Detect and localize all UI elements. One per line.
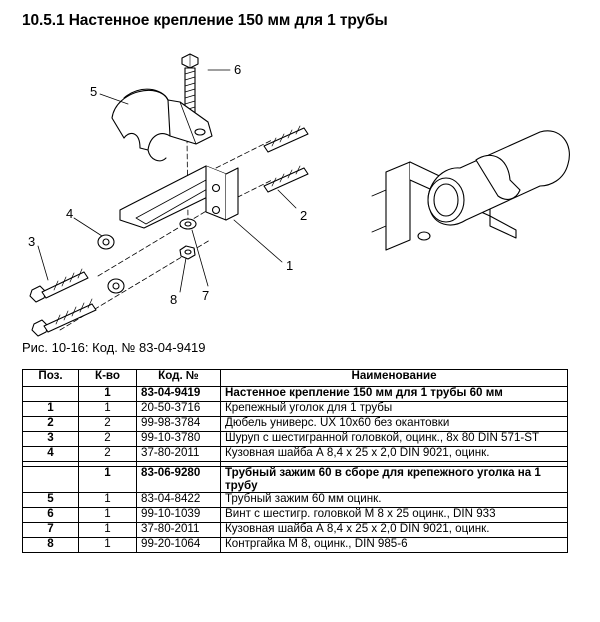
col-header-name: Наименование [220,369,568,387]
col-header-qty: К-во [78,369,137,387]
cell-name: Дюбель универс. UX 10x60 без окантовки [220,416,568,432]
figure-caption: Рис. 10-16: Код. № 83-04-9419 [22,340,206,355]
hex-screw-parts [29,268,97,337]
callout-4: 4 [66,206,73,221]
wall-bracket-part [119,165,239,229]
callout-8: 8 [170,292,177,307]
cell-pos: 4 [22,446,79,462]
pipe-clamp-part [111,88,213,162]
table-row: 8 1 99-20-1064 Контргайка М 8, оцинк., D… [22,537,568,554]
col-header-pos: Поз. [22,369,79,387]
cell-qty: 1 [78,537,137,554]
cell-name: Шуруп с шестигранной головкой, оцинк., 8… [220,431,568,447]
cell-qty: 1 [78,507,137,524]
table-row: 4 2 37-80-2011 Кузовная шайба А 8,4 x 25… [22,446,568,462]
cell-qty: 1 [78,522,137,539]
callout-1: 1 [286,258,293,273]
col-header-code: Код. № [136,369,221,387]
callout-3: 3 [28,234,35,249]
cell-code: 37-80-2011 [136,522,221,539]
cell-qty: 2 [78,446,137,462]
table-row: 6 1 99-10-1039 Винт с шестигр. головкой … [22,507,568,524]
cell-pos [22,386,79,402]
cell-name: Крепежный уголок для 1 трубы [220,401,568,417]
callout-6: 6 [234,62,241,77]
cell-code: 99-20-1064 [136,537,221,554]
cell-qty: 1 [78,386,137,402]
cell-name: Винт с шестигр. головкой М 8 x 25 оцинк.… [220,507,568,524]
cell-qty: 2 [78,431,137,447]
callout-7: 7 [202,288,209,303]
cell-code: 83-06-9280 [136,465,221,494]
cell-name: Контргайка М 8, оцинк., DIN 985-6 [220,537,568,554]
table-group-row: 1 83-06-9280 Трубный зажим 60 в сборе дл… [22,465,568,494]
table-row: 3 2 99-10-3780 Шуруп с шестигранной голо… [22,431,568,447]
cell-name: Трубный зажим 60 мм оцинк. [220,492,568,509]
cell-pos: 8 [22,537,79,554]
cell-pos: 5 [22,492,79,509]
wall-washer-parts [97,234,125,294]
cell-code: 20-50-3716 [136,401,221,417]
cell-pos: 7 [22,522,79,539]
exploded-assembly-drawing: 1 2 3 4 5 6 7 8 [20,40,580,340]
cell-name: Трубный зажим 60 в сборе для крепежного … [220,465,568,494]
cell-pos [22,465,79,494]
cell-qty: 1 [78,401,137,417]
assembly-axis-lines [59,137,273,331]
cell-pos: 6 [22,507,79,524]
cell-pos: 3 [22,431,79,447]
cell-code: 83-04-9419 [136,386,221,402]
cell-name: Кузовная шайба А 8,4 x 25 x 2,0 DIN 9021… [220,522,568,539]
cell-code: 37-80-2011 [136,446,221,462]
parts-table: Поз. К-во Код. № Наименование 1 83-04-94… [22,369,568,554]
assembled-view [371,130,570,251]
table-header-row: Поз. К-во Код. № Наименование [22,369,568,387]
cell-pos: 2 [22,416,79,432]
cell-pos: 1 [22,401,79,417]
page-title: 10.5.1 Настенное крепление 150 мм для 1 … [22,12,388,29]
cell-name: Кузовная шайба А 8,4 x 25 x 2,0 DIN 9021… [220,446,568,462]
cell-code: 83-04-8422 [136,492,221,509]
cell-code: 99-98-3784 [136,416,221,432]
table-row: 2 2 99-98-3784 Дюбель универс. UX 10x60 … [22,416,568,432]
table-row: 7 1 37-80-2011 Кузовная шайба А 8,4 x 25… [22,522,568,539]
cell-qty: 2 [78,416,137,432]
callout-2: 2 [300,208,307,223]
table-row: 1 1 20-50-3716 Крепежный уголок для 1 тр… [22,401,568,417]
hex-bolt-part [181,53,199,125]
dowel-parts [263,125,309,193]
cell-name: Настенное крепление 150 мм для 1 трубы 6… [220,386,568,402]
callout-5: 5 [90,84,97,99]
table-group-row: 1 83-04-9419 Настенное крепление 150 мм … [22,386,568,402]
washer-and-nut-parts [179,218,197,260]
table-row: 5 1 83-04-8422 Трубный зажим 60 мм оцинк… [22,492,568,509]
callout-leader-lines [37,69,297,293]
cell-code: 99-10-3780 [136,431,221,447]
cell-qty: 1 [78,492,137,509]
cell-qty: 1 [78,465,137,494]
cell-code: 99-10-1039 [136,507,221,524]
